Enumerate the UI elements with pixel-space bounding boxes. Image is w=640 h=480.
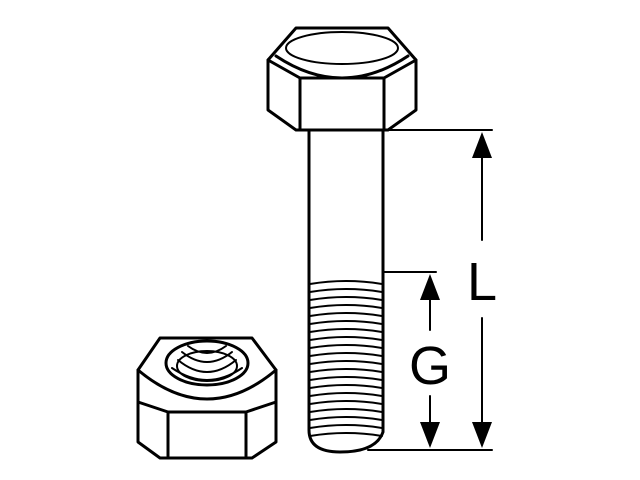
thread-ridge (309, 432, 383, 437)
bolt-thread (309, 280, 383, 437)
bolt-head-top (285, 31, 399, 65)
thread-ridge (309, 296, 383, 301)
thread-ridge (309, 392, 383, 397)
thread-length-dimension: G (409, 274, 451, 448)
thread-ridge (309, 360, 383, 365)
thread-ridge (309, 304, 383, 309)
bolt-head-chamfer (274, 54, 410, 80)
thread-ridge (309, 424, 383, 429)
length-label: L (467, 252, 497, 312)
length-arrow-up-icon (472, 132, 492, 158)
nut-internal-thread (171, 345, 243, 381)
thread-ridge (309, 408, 383, 413)
thread-ridge (309, 328, 383, 333)
thread-ridge (309, 288, 383, 293)
thread-ridge (309, 280, 383, 285)
thread-ridge (309, 352, 383, 357)
nut-front-face (136, 400, 278, 458)
nut-chamfer (136, 368, 278, 401)
nut (136, 336, 278, 460)
length-arrow-down-icon (472, 422, 492, 448)
thread-ridge (309, 368, 383, 373)
dimension-lines: L G (367, 129, 497, 451)
thread-ridge (309, 376, 383, 381)
thread-length-label: G (409, 336, 451, 396)
thread-ridge (309, 336, 383, 341)
bolt (266, 26, 418, 454)
thread-ridge (309, 320, 383, 325)
thread-arrow-up-icon (420, 274, 440, 300)
thread-ridge (309, 400, 383, 405)
thread-ridge (309, 416, 383, 421)
thread-arrow-down-icon (420, 422, 440, 448)
thread-ridge (309, 344, 383, 349)
thread-ridge (309, 384, 383, 389)
length-dimension: L (467, 132, 497, 448)
thread-ridge (309, 312, 383, 317)
